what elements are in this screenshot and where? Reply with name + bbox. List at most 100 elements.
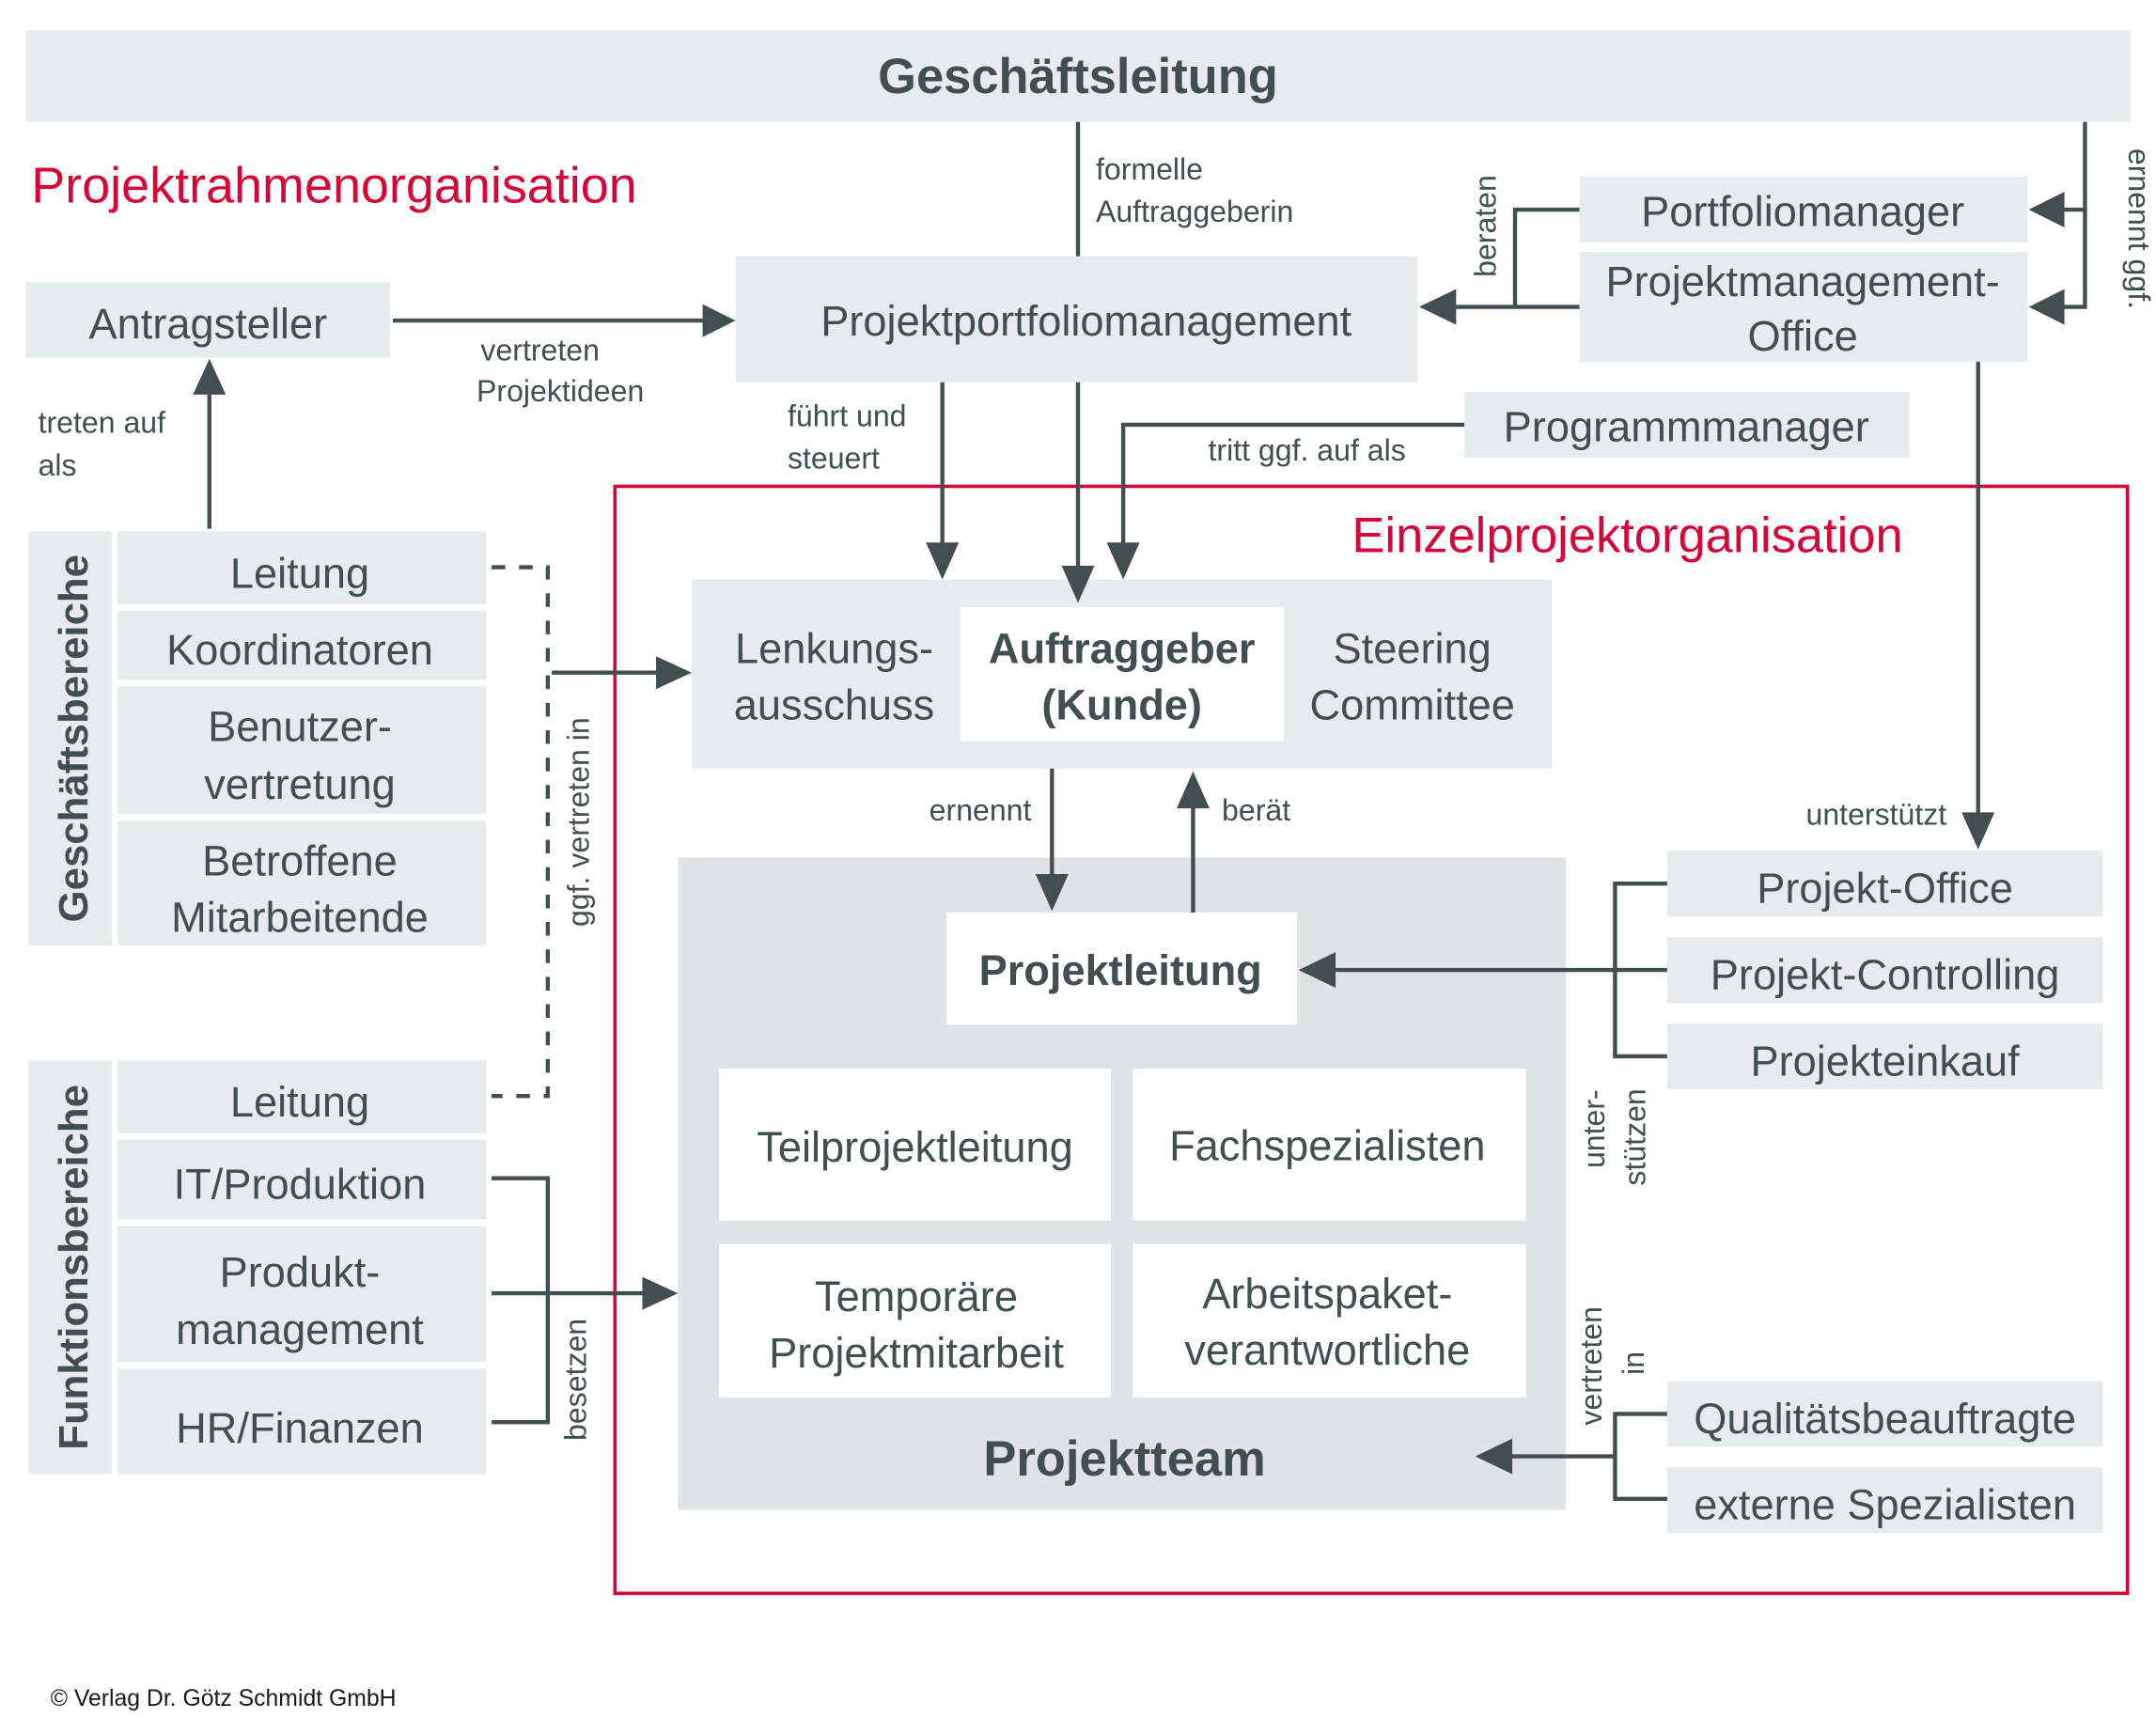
- projektteam-label: Projektteam: [983, 1432, 1265, 1487]
- label-stuetzen: stützen: [1618, 1088, 1652, 1185]
- arbeitspaketverantwortliche-node: [1133, 1243, 1526, 1398]
- arrowhead-icon: [1298, 952, 1336, 989]
- ppm-label: Projektportfoliomanagement: [820, 297, 1351, 345]
- externe-label: externe Spezialisten: [1694, 1481, 2076, 1529]
- temp-label-line2: Projektmitarbeit: [769, 1329, 1064, 1377]
- lenkungsausschuss-node: Lenkungs- ausschuss Auftraggeber (Kunde)…: [691, 579, 1553, 769]
- arrowhead-icon: [1961, 812, 1995, 850]
- antragsteller-label: Antragsteller: [89, 300, 328, 348]
- fb-item: [117, 1226, 487, 1362]
- fb-item-label: Leitung: [230, 1078, 369, 1126]
- programmmanager-label: Programmmanager: [1504, 402, 1869, 450]
- label-in: in: [1617, 1351, 1650, 1375]
- projektleitung-node: [946, 912, 1298, 1025]
- label-unterstuetzt: unterstützt: [1806, 798, 1947, 832]
- teilprojektleitung-label: Teilprojektleitung: [757, 1123, 1072, 1171]
- arrowhead-icon: [926, 542, 960, 580]
- externe-spezialisten-node: externe Spezialisten: [1666, 1467, 2103, 1534]
- connector-besetzen-bracket: [492, 1176, 551, 1425]
- label-als: als: [39, 448, 77, 482]
- arrowhead-icon: [656, 656, 692, 690]
- connector-ernennt-ggf: [2063, 121, 2087, 309]
- label-beraet: berät: [1222, 793, 1290, 827]
- antragsteller-node: Antragsteller: [25, 282, 391, 358]
- geschaeftsleitung-label: Geschäftsleitung: [878, 50, 1278, 104]
- fb-item: [117, 1139, 487, 1220]
- arrowhead-icon: [1035, 874, 1069, 912]
- funktionsbereiche-label: Funktionsbereiche: [51, 1085, 97, 1450]
- arrowhead-icon: [642, 1276, 679, 1310]
- label-projektideen: Projektideen: [477, 374, 644, 408]
- portfoliomanager-label: Portfoliomanager: [1641, 188, 1964, 236]
- label-besetzen: besetzen: [559, 1319, 593, 1441]
- arrowhead-icon: [2028, 192, 2065, 227]
- fb-item-label: IT/Produktion: [174, 1161, 427, 1209]
- gb-item: [117, 686, 487, 814]
- arrowhead-icon: [1418, 289, 1457, 325]
- gb-item-label: vertretung: [204, 760, 395, 808]
- pmo-label-line2: Office: [1748, 312, 1858, 360]
- fb-item: [117, 1060, 487, 1133]
- lenkung-label-line2: ausschuss: [734, 680, 934, 728]
- steering-label-line2: Committee: [1309, 680, 1514, 728]
- auftraggeber-label-line2: (Kunde): [1041, 680, 1202, 728]
- pmo-label-line1: Projektmanagement-: [1605, 258, 1999, 305]
- label-unter: unter-: [1577, 1089, 1611, 1168]
- connector-vertreten-in-bracket: [1613, 1412, 1667, 1501]
- gb-item-label: Leitung: [230, 549, 369, 597]
- steering-label-line1: Steering: [1334, 625, 1492, 673]
- pmo-node: Projektmanagement- Office: [1579, 252, 2028, 362]
- programmmanager-node: Programmmanager: [1464, 391, 1910, 458]
- gb-item: [117, 820, 487, 945]
- gb-item-label: Koordinatoren: [166, 626, 433, 674]
- fachspezialisten-label: Fachspezialisten: [1169, 1122, 1485, 1170]
- arrowhead-icon: [702, 304, 736, 337]
- gb-item: [117, 531, 487, 604]
- fb-item-label: management: [176, 1305, 424, 1353]
- arrowhead-icon: [193, 358, 227, 395]
- einzelprojekt-frame: [613, 484, 2130, 1596]
- portfoliomanager-node: Portfoliomanager: [1579, 177, 2028, 243]
- gb-item-label: Benutzer-: [208, 703, 392, 751]
- label-formelle: formelle: [1096, 152, 1203, 186]
- label-ernennt-ggf: ernennt ggf.: [2122, 148, 2156, 309]
- gb-item-label: Mitarbeitende: [171, 893, 429, 941]
- arrowhead-icon: [2028, 289, 2065, 325]
- label-tritt-ggf-auf-als: tritt ggf. auf als: [1208, 433, 1405, 467]
- label-auftraggeberin: Auftraggeberin: [1096, 195, 1293, 228]
- connector-beraten-portfoliomanager: [1512, 207, 1580, 307]
- connector-ggf-vertreten-in: [492, 565, 551, 1099]
- qualitaetsbeauftragte-node: Qualitätsbeauftragte: [1666, 1381, 2103, 1447]
- geschaeftsleitung-node: Geschäftsleitung: [25, 30, 2131, 122]
- fb-item-label: HR/Finanzen: [176, 1404, 424, 1452]
- label-vertreten: vertreten: [1574, 1306, 1608, 1426]
- label-treten-auf: treten auf: [39, 406, 166, 440]
- projektleitung-label: Projektleitung: [979, 946, 1262, 994]
- gb-item: [117, 611, 487, 680]
- gb-item-label: Betroffene: [202, 836, 398, 884]
- temp-label-line1: Temporäre: [815, 1273, 1018, 1320]
- projekteinkauf-label: Projekteinkauf: [1750, 1037, 2020, 1085]
- label-fuehrt-und: führt und: [788, 398, 907, 432]
- geschaeftsbereiche-group: Geschäftsbereiche Leitung Koordinatoren …: [28, 531, 487, 945]
- label-ernennt: ernennt: [930, 793, 1032, 827]
- fb-item-label: Produkt-: [220, 1248, 381, 1296]
- projekt-office-label: Projekt-Office: [1757, 865, 2013, 913]
- projekteinkauf-node: Projekteinkauf: [1666, 1023, 2103, 1089]
- label-ggf-vertreten-in: ggf. vertreten in: [562, 717, 596, 927]
- connector-tritt-ggf-auf-als: [1120, 422, 1465, 546]
- funktionsbereiche-group: Funktionsbereiche Leitung IT/Produktion …: [28, 1060, 487, 1475]
- label-vertreten: vertreten: [480, 333, 600, 367]
- ap-label-line1: Arbeitspaket-: [1202, 1270, 1452, 1318]
- geschaeftsbereiche-label: Geschäftsbereiche: [51, 554, 97, 922]
- label-beraten: beraten: [1469, 175, 1503, 277]
- label-steuert: steuert: [788, 442, 880, 476]
- fachspezialisten-node: [1133, 1069, 1526, 1221]
- temporaere-projektmitarbeit-node: [719, 1243, 1111, 1398]
- copyright: © Verlag Dr. Götz Schmidt GmbH: [51, 1686, 397, 1711]
- ap-label-line2: verantwortliche: [1184, 1326, 1470, 1374]
- qualitaet-label: Qualitätsbeauftragte: [1694, 1395, 2076, 1443]
- arrowhead-icon: [1176, 771, 1210, 809]
- projektteam-node: Projektleitung Teilprojektleitung Fachsp…: [678, 857, 1566, 1510]
